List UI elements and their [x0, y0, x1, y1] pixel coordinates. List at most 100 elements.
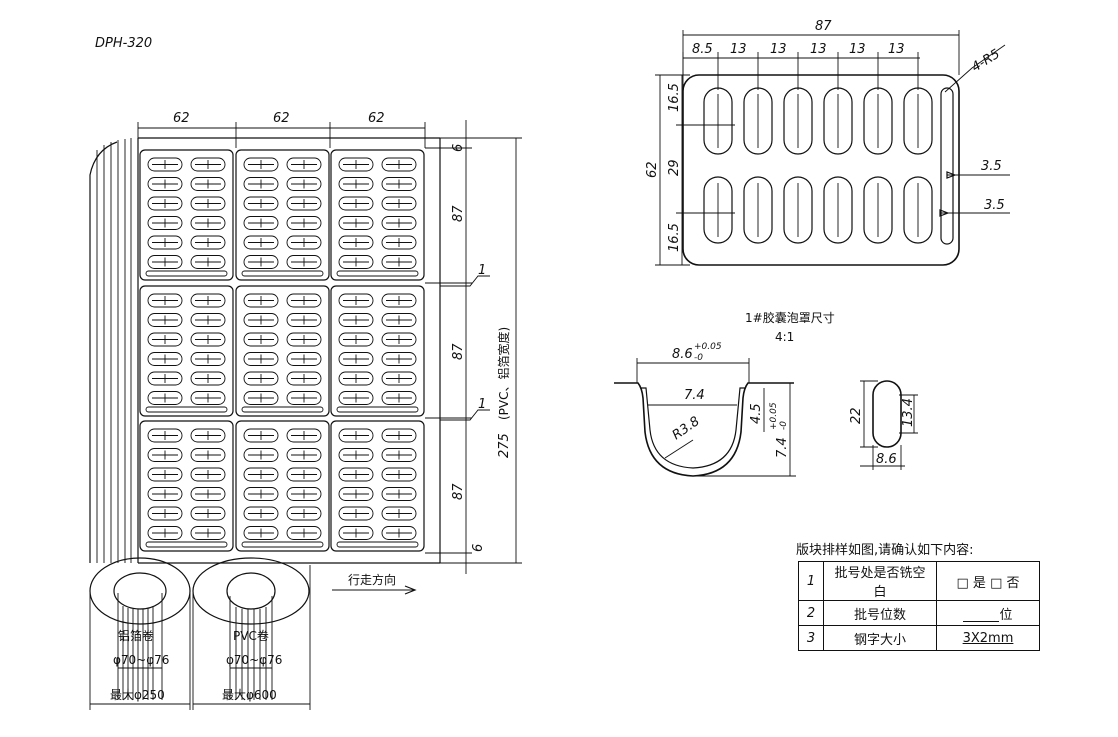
- bottom-margin-dim: 6: [471, 544, 486, 552]
- capsule-cavity: [286, 196, 322, 211]
- capsule-cavity: [381, 293, 417, 308]
- row-no: 3: [798, 625, 824, 651]
- capsule-top-tol-up: +0.05: [694, 342, 722, 352]
- row-item: 批号位数: [823, 600, 937, 626]
- digits-blank[interactable]: [963, 609, 1000, 622]
- plate-block: [235, 285, 330, 417]
- row-dim-2: 87: [451, 343, 466, 360]
- capsule-cavity: [190, 448, 226, 462]
- capsule-cavity: [243, 235, 279, 250]
- capsule-width: 8.6: [876, 452, 897, 467]
- capsule-cavity: [381, 428, 417, 443]
- plate-block: [330, 420, 425, 552]
- plate-block: [139, 149, 234, 281]
- capsule-cavity: [381, 371, 417, 386]
- row-value-digits[interactable]: 位: [936, 600, 1040, 626]
- capsule-cavity: [147, 467, 183, 482]
- capsule-cavity: [286, 313, 322, 327]
- capsule-cavity: [338, 506, 374, 521]
- capsule-length: 22: [849, 407, 864, 424]
- capsule-cavity: [147, 332, 183, 347]
- table-row: 1 批号处是否铣空白 □ 是 □ 否: [798, 561, 1040, 601]
- capsule-cavity: [190, 235, 226, 250]
- corner-radius-dim: 4-R5: [969, 47, 1003, 76]
- capsule-cavity: [243, 487, 279, 501]
- capsule-scale: 4:1: [775, 330, 794, 344]
- capsule-cavity: [286, 332, 322, 347]
- capsule-cavity: [243, 352, 279, 366]
- row-value-checkbox[interactable]: □ 是 □ 否: [936, 561, 1040, 601]
- capsule-cavity: [381, 235, 417, 250]
- capsule-cavity: [243, 391, 279, 405]
- plate-detail: 87 8.5 13 13 13 13 13 4-R5 62 16.5 29 16…: [645, 19, 1010, 266]
- pitch-dim-3: 13: [770, 42, 787, 57]
- detail-cavity: [863, 176, 893, 244]
- capsule-cavity: [338, 391, 374, 405]
- capsule-depth-tol-dn: -0: [779, 421, 789, 430]
- capsule-cavity: [190, 196, 226, 211]
- capsule-cavity: [381, 448, 417, 462]
- capsule-cavity: [190, 526, 226, 540]
- batch-slot: [241, 270, 324, 277]
- capsule-cavity: [286, 255, 322, 269]
- capsule-cavity: [286, 506, 322, 521]
- capsule-cavity: [190, 177, 226, 191]
- row-pitch-dim-2: 29: [667, 159, 682, 176]
- digits-unit: 位: [999, 607, 1013, 623]
- capsule-cavity: [381, 352, 417, 366]
- batch-slot: [145, 406, 228, 413]
- capsule-cavity: [381, 506, 417, 521]
- plate-width-dim: 87: [815, 19, 832, 34]
- capsule-cavity: [381, 391, 417, 405]
- travel-direction: 行走方向: [332, 572, 417, 595]
- plate-block: [235, 149, 330, 281]
- detail-cavity: [783, 176, 813, 244]
- total-width-note: (PVC、铝箔宽度): [496, 327, 511, 420]
- capsule-cavity: [147, 352, 183, 366]
- capsule-cavity: [243, 332, 279, 347]
- capsule-depth-tol-up: +0.05: [769, 402, 779, 430]
- capsule-cavity: [147, 487, 183, 501]
- capsule-cavity: [286, 371, 322, 386]
- capsule-cavity: [381, 177, 417, 191]
- detail-cavity: [903, 176, 933, 244]
- capsule-cavity: [286, 293, 322, 308]
- gap-dim-1: 1: [478, 263, 486, 278]
- capsule-cavity: [381, 526, 417, 540]
- capsule-cavity: [338, 216, 374, 230]
- pitch-dim-1: 8.5: [692, 42, 713, 57]
- row-value-size[interactable]: 3X2mm: [936, 625, 1040, 651]
- top-margin-dim: 6: [451, 144, 466, 152]
- pitch-dim-6: 13: [888, 42, 905, 57]
- capsule-cavity: [338, 487, 374, 501]
- capsule-cavity: [243, 506, 279, 521]
- plate-height-dim: 62: [645, 161, 660, 178]
- foil-roll: 铝箔卷 φ70~φ76 最大φ250: [89, 557, 191, 710]
- capsule-top-tol-dn: -0: [694, 353, 703, 363]
- capsule-cavity: [243, 255, 279, 269]
- capsule-cavity: [286, 157, 322, 172]
- row-no: 2: [798, 600, 824, 626]
- capsule-cavity: [338, 177, 374, 191]
- capsule-cavity: [243, 157, 279, 172]
- capsule-cavity: [190, 391, 226, 405]
- capsule-cavity: [286, 467, 322, 482]
- row-pitch-dim-1: 16.5: [667, 83, 682, 112]
- capsule-cavity: [381, 255, 417, 269]
- capsule-cavity: [338, 428, 374, 443]
- foil-core-dim: φ70~φ76: [113, 653, 169, 667]
- capsule-depth-a: 4.5: [749, 403, 764, 424]
- pitch-dim-2: 13: [730, 42, 747, 57]
- capsule-cavity: [147, 255, 183, 269]
- row-no: 1: [798, 561, 824, 601]
- column-dimensions: 62 62 62: [137, 111, 426, 148]
- plate-block: [330, 149, 425, 281]
- capsule-cavity: [338, 332, 374, 347]
- batch-slot: [241, 541, 324, 548]
- detail-cavity: [703, 176, 733, 244]
- slot-dim-1: 3.5: [981, 159, 1002, 174]
- capsule-cavity: [243, 177, 279, 191]
- capsule-cavity: [286, 216, 322, 230]
- capsule-cavity: [381, 487, 417, 501]
- pitch-ticks: [682, 52, 919, 90]
